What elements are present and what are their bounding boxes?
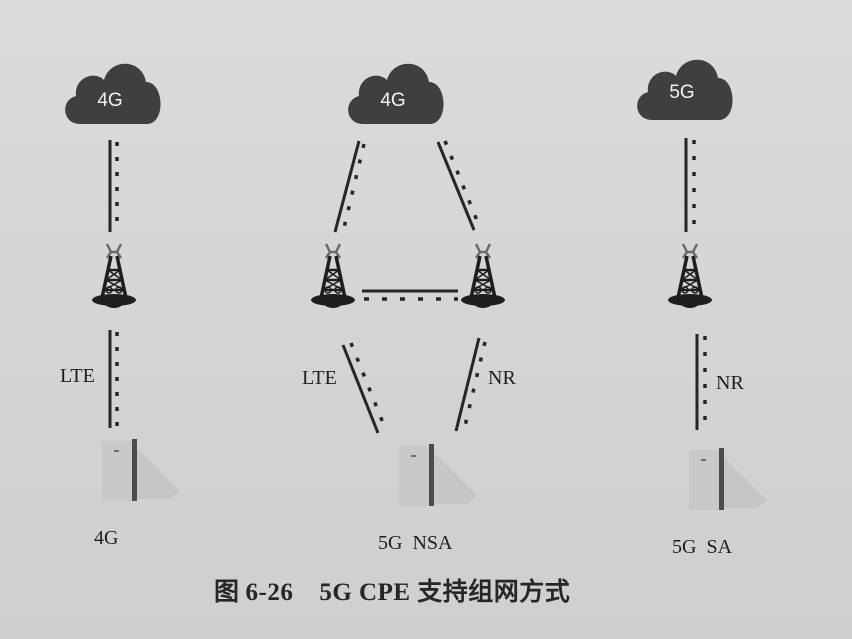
column-4g (65, 63, 180, 501)
cpe-device-icon (399, 444, 477, 506)
column-5g-sa (637, 59, 767, 510)
caption-title: 5G CPE 支持组网方式 (319, 579, 571, 606)
link-label-lte: LTE (302, 367, 337, 389)
caption-prefix: 图 (214, 579, 240, 606)
nr-base-station-icon (666, 242, 714, 310)
device-label-5g-nsa: 5G NSA (378, 532, 453, 554)
link-label-nr: NR (488, 367, 516, 389)
core-nr-link-dots (443, 140, 482, 229)
link-label-lte: LTE (60, 365, 95, 387)
link-label-nr: NR (716, 372, 744, 394)
device-label-4g: 4G (94, 527, 119, 549)
core-label-col3: 5G (669, 82, 695, 103)
nr-base-station-icon (459, 242, 507, 310)
device-label-5g-sa: 5G SA (672, 536, 733, 558)
cpe-device-icon (102, 439, 180, 501)
core-label-col2: 4G (380, 90, 406, 111)
nr-link-line (454, 337, 481, 432)
core-nr-link-line (436, 141, 476, 231)
caption-number: 6-26 (245, 579, 294, 606)
lte-base-station-icon (309, 242, 357, 310)
column-5g-nsa (309, 63, 507, 506)
lte-link-dots (349, 342, 387, 429)
base-station-icon (90, 242, 138, 310)
core-lte-link-line (333, 140, 361, 233)
core-label-col1: 4G (97, 90, 123, 111)
lte-link-line (341, 344, 380, 434)
cpe-device-icon (689, 448, 767, 510)
